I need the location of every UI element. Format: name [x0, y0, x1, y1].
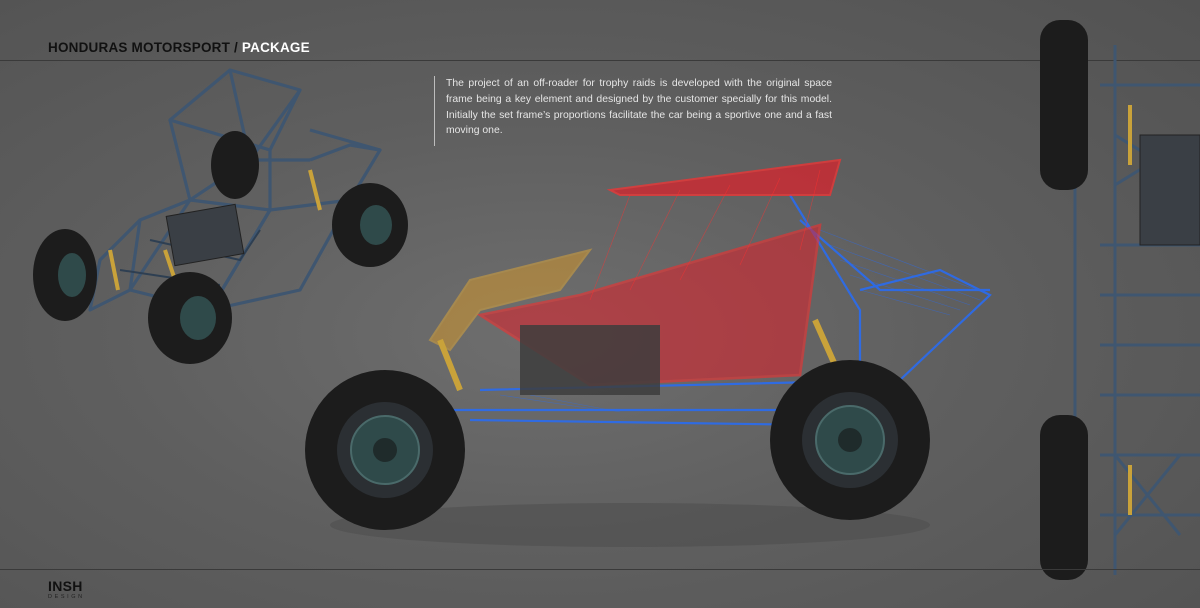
tire-front-right — [332, 183, 408, 267]
tire-rear-left — [148, 272, 232, 364]
tire-rear — [770, 360, 930, 520]
top-divider — [0, 60, 1200, 61]
isometric-frame-render — [33, 68, 408, 364]
title-main: HONDURAS MOTORSPORT / — [48, 40, 242, 55]
tire-top-rear — [1040, 415, 1088, 580]
title-accent: PACKAGE — [241, 40, 310, 55]
brand-logo-subtitle: DESIGN — [48, 594, 85, 600]
tire-rear-right — [211, 131, 259, 199]
bottom-divider — [0, 569, 1200, 570]
description-accent-bar — [434, 76, 435, 146]
side-view-render — [305, 158, 992, 547]
project-description: The project of an off-roader for trophy … — [446, 78, 832, 137]
brand-logo: INSH — [48, 578, 83, 594]
tire-front — [305, 370, 465, 530]
nose-highlight — [428, 248, 593, 352]
top-view-render — [1040, 20, 1200, 580]
tire-top-front — [1040, 20, 1088, 190]
page-title: HONDURAS MOTORSPORT / PACKAGE — [48, 40, 310, 55]
tire-front-left — [33, 229, 97, 321]
